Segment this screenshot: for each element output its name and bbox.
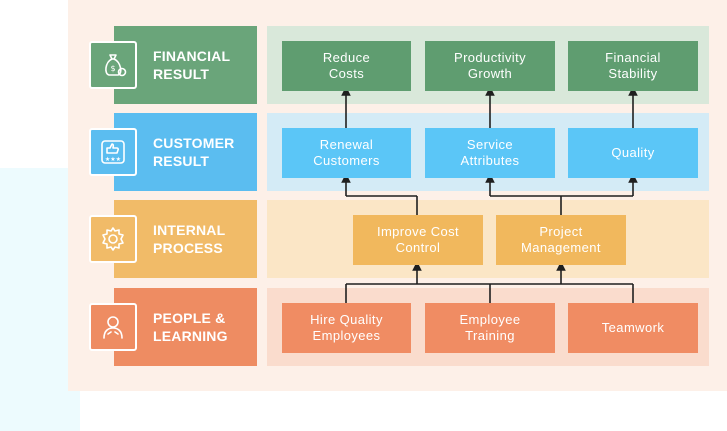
row-label-customer: CUSTOMER RESULT [114, 113, 257, 191]
box-productivity-growth: Productivity Growth [425, 41, 555, 91]
box-renewal-customers: Renewal Customers [282, 128, 411, 178]
box-service-attributes: Service Attributes [425, 128, 555, 178]
row-label-people: PEOPLE & LEARNING [114, 288, 257, 366]
box-quality: Quality [568, 128, 698, 178]
row-label-financial-text: FINANCIAL RESULT [153, 48, 231, 82]
box-employee-training: Employee Training [425, 303, 555, 353]
box-project-management: Project Management [496, 215, 626, 265]
box-reduce-costs: Reduce Costs [282, 41, 411, 91]
row-label-people-text: PEOPLE & LEARNING [153, 310, 228, 344]
svg-text:$: $ [110, 64, 115, 73]
svg-text:★★★: ★★★ [105, 156, 121, 163]
gear-icon [89, 215, 137, 263]
box-financial-stability: Financial Stability [568, 41, 698, 91]
background-accent [0, 168, 80, 431]
band-internal [267, 200, 709, 278]
box-teamwork: Teamwork [568, 303, 698, 353]
row-label-financial: FINANCIAL RESULT [114, 26, 257, 104]
row-label-internal: INTERNAL PROCESS [114, 200, 257, 278]
row-label-internal-text: INTERNAL PROCESS [153, 222, 226, 256]
person-icon [89, 303, 137, 351]
money-bag-icon: $ [89, 41, 137, 89]
thumbs-up-rating-icon: ★★★ [89, 128, 137, 176]
row-label-customer-text: CUSTOMER RESULT [153, 135, 235, 169]
box-hire-quality-employees: Hire Quality Employees [282, 303, 411, 353]
box-improve-cost-control: Improve Cost Control [353, 215, 483, 265]
